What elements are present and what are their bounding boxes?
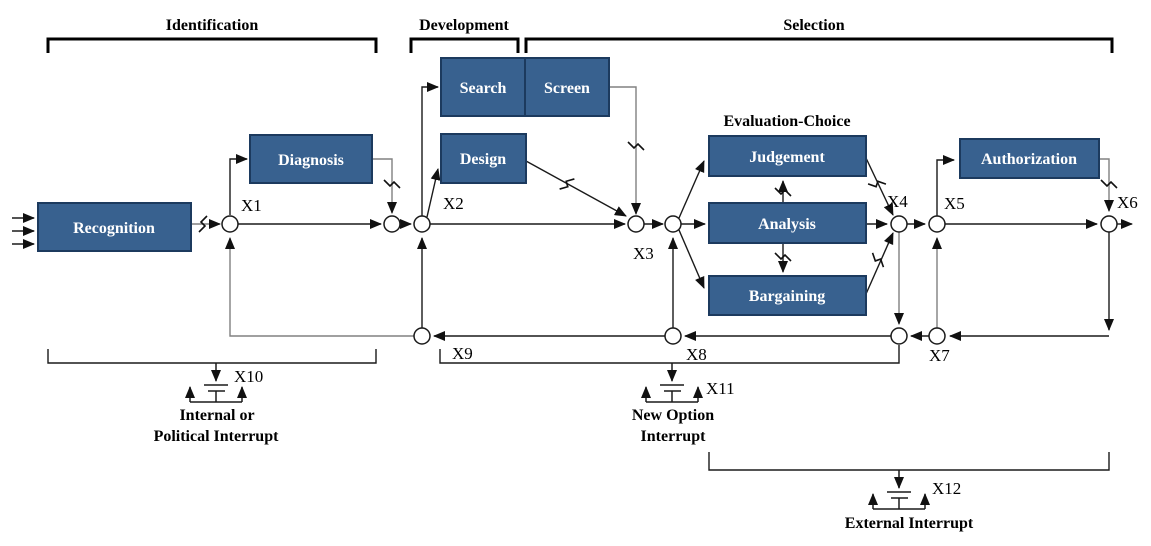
zigzag-icon <box>559 178 575 190</box>
node-x5 <box>928 215 946 233</box>
node-x12-label: X12 <box>932 479 961 498</box>
search-box: Search <box>440 57 526 117</box>
design-box-label: Design <box>460 151 506 168</box>
development-bracket <box>409 37 520 53</box>
internal-interrupt-caption-line1: Internal or <box>179 407 254 424</box>
zigzag-icon <box>627 141 645 151</box>
external-interrupt-icon <box>868 470 930 510</box>
edge-x3-bargaining <box>678 229 705 289</box>
edge-design-x3a <box>525 160 627 217</box>
design-box-rect <box>440 133 527 184</box>
bargaining-box-label: Bargaining <box>749 288 825 305</box>
recognition-box-label: Recognition <box>73 220 155 237</box>
zigzag-icon <box>383 179 401 189</box>
node-x6 <box>1100 215 1118 233</box>
node-x4-label: X4 <box>887 192 908 211</box>
edge-judgement-x4 <box>865 157 894 216</box>
new-option-interrupt-caption-line2: Interrupt <box>641 428 707 445</box>
design-box: Design <box>440 133 527 184</box>
new-option-interrupt-caption-line1: New Option <box>632 407 714 424</box>
node-x7-label: X7 <box>929 346 950 365</box>
recognition-box-rect <box>37 202 192 252</box>
zigzag-icon <box>871 252 885 268</box>
process-boxes: Recognition Diagnosis Search Screen Desi… <box>37 57 1100 316</box>
analysis-box-rect <box>708 202 867 244</box>
internal-interrupt-bracket <box>47 349 377 364</box>
node-x11-label: X11 <box>706 379 735 398</box>
identification-bracket <box>46 37 378 53</box>
edge-x2-search <box>421 82 439 216</box>
edges <box>12 82 1133 341</box>
node-x3-label: X3 <box>633 244 654 263</box>
screen-box-label: Screen <box>544 80 590 97</box>
node-x2-label: X2 <box>443 194 464 213</box>
judgement-box: Judgement <box>708 135 867 177</box>
edge-x2-design <box>426 168 441 218</box>
node-x6-label: X6 <box>1117 193 1138 212</box>
node-x7 <box>928 327 946 345</box>
analysis-box: Analysis <box>708 202 867 244</box>
authorization-box: Authorization <box>959 138 1100 179</box>
new-option-interrupt-bracket <box>439 345 900 364</box>
zigzag-icon <box>1100 179 1118 189</box>
external-interrupt-caption-line1: External Interrupt <box>845 515 974 532</box>
judgement-box-rect <box>708 135 867 177</box>
edge-x3-judgement <box>678 160 705 219</box>
edge-x1-diagnosis <box>229 154 248 215</box>
bargaining-box-rect <box>708 275 867 316</box>
node-x8-label: X8 <box>686 345 707 364</box>
authorization-box-label: Authorization <box>981 151 1077 168</box>
recognition-box: Recognition <box>37 202 192 252</box>
zigzag-icon <box>774 252 792 262</box>
external-interrupt-bracket <box>708 452 1110 471</box>
analysis-box-label: Analysis <box>758 216 816 233</box>
diagnosis-box: Diagnosis <box>249 134 373 184</box>
edge-x9-x1 <box>225 237 414 337</box>
edge-screen-x3a <box>610 86 641 215</box>
internal-interrupt-caption-line2: Political Interrupt <box>154 428 280 445</box>
node-x8 <box>664 327 682 345</box>
development-phase-label: Development <box>419 17 509 34</box>
edge-authorization-x6 <box>1099 158 1114 212</box>
screen-box-rect <box>524 57 610 117</box>
selection-bracket <box>524 37 1114 53</box>
node-x2 <box>413 215 431 233</box>
edge-diagnosis-junction <box>372 158 397 214</box>
selection-phase-label: Selection <box>783 17 844 34</box>
node-x4 <box>890 215 908 233</box>
search-box-label: Search <box>460 80 507 97</box>
phase-brackets: Identification Development Selection <box>46 17 1114 53</box>
node-x9 <box>413 327 431 345</box>
interrupt-external: X12 External Interrupt <box>708 452 1110 532</box>
node-x1-label: X1 <box>241 196 262 215</box>
diagnosis-box-rect <box>249 134 373 184</box>
new-option-interrupt-icon <box>641 363 703 403</box>
evaluation-choice-label: Evaluation-Choice <box>723 113 850 130</box>
identification-phase-label: Identification <box>166 17 259 34</box>
edge-x5-authorization <box>936 155 955 216</box>
node-x5-label: X5 <box>944 194 965 213</box>
zigzag-icon <box>867 180 887 188</box>
bargaining-box: Bargaining <box>708 275 867 316</box>
authorization-box-rect <box>959 138 1100 179</box>
zigzag-icon <box>198 215 208 233</box>
junction-nodes: X1 X2 X3 X4 X5 X6 X7 X8 X9 <box>221 192 1138 365</box>
interrupt-new-option: X11 New Option Interrupt <box>439 345 900 445</box>
zigzag-glyphs <box>198 141 1118 268</box>
screen-box: Screen <box>524 57 610 117</box>
node-x3 <box>664 215 682 233</box>
interrupt-internal: X10 Internal or Political Interrupt <box>47 349 377 445</box>
internal-interrupt-icon <box>185 363 247 403</box>
node-junction-x3a <box>627 215 645 233</box>
search-box-rect <box>440 57 526 117</box>
node-junction-x4-feedback <box>890 327 908 345</box>
node-x1 <box>221 215 239 233</box>
zigzag-icon <box>774 187 792 197</box>
judgement-box-label: Judgement <box>749 149 825 166</box>
diagnosis-box-label: Diagnosis <box>278 152 344 169</box>
node-junction-diagnosis <box>383 215 401 233</box>
node-x9-label: X9 <box>452 344 473 363</box>
node-x10-label: X10 <box>234 367 263 386</box>
edge-bargaining-x4 <box>865 232 894 295</box>
